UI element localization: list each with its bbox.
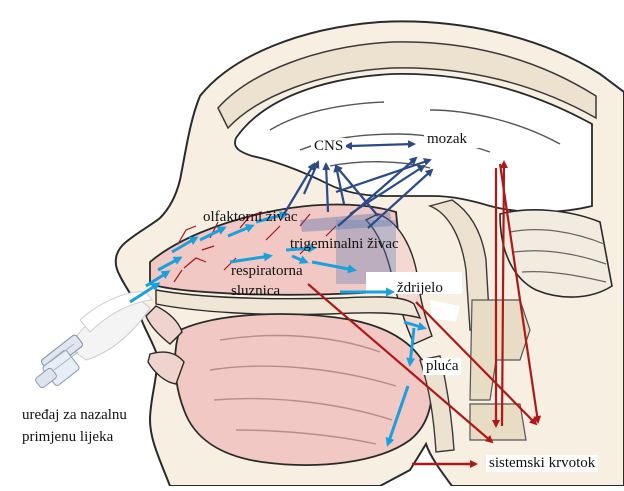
label-zdrijelo: ždrijelo bbox=[397, 280, 443, 297]
label-uredaj-line2: primjenu lijeka bbox=[22, 429, 113, 446]
label-respiratorna-sluznica-line1: respiratorna bbox=[231, 263, 303, 280]
label-respiratorna-sluznica-line2: sluznica bbox=[231, 283, 280, 300]
label-pluca: pluća bbox=[423, 358, 461, 375]
legend-label-sistemski-krvotok: sistemski krvotok bbox=[486, 455, 598, 472]
nasal-spray-device-icon bbox=[34, 292, 152, 389]
label-mozak: mozak bbox=[424, 131, 502, 148]
label-cns: CNS bbox=[311, 138, 346, 155]
label-olfaktorni-zivac: olfaktorni živac bbox=[203, 209, 298, 226]
label-trigeminalni-zivac: trigeminalni živac bbox=[290, 236, 399, 253]
label-uredaj-line1: uređaj za nazalnu bbox=[22, 407, 127, 424]
